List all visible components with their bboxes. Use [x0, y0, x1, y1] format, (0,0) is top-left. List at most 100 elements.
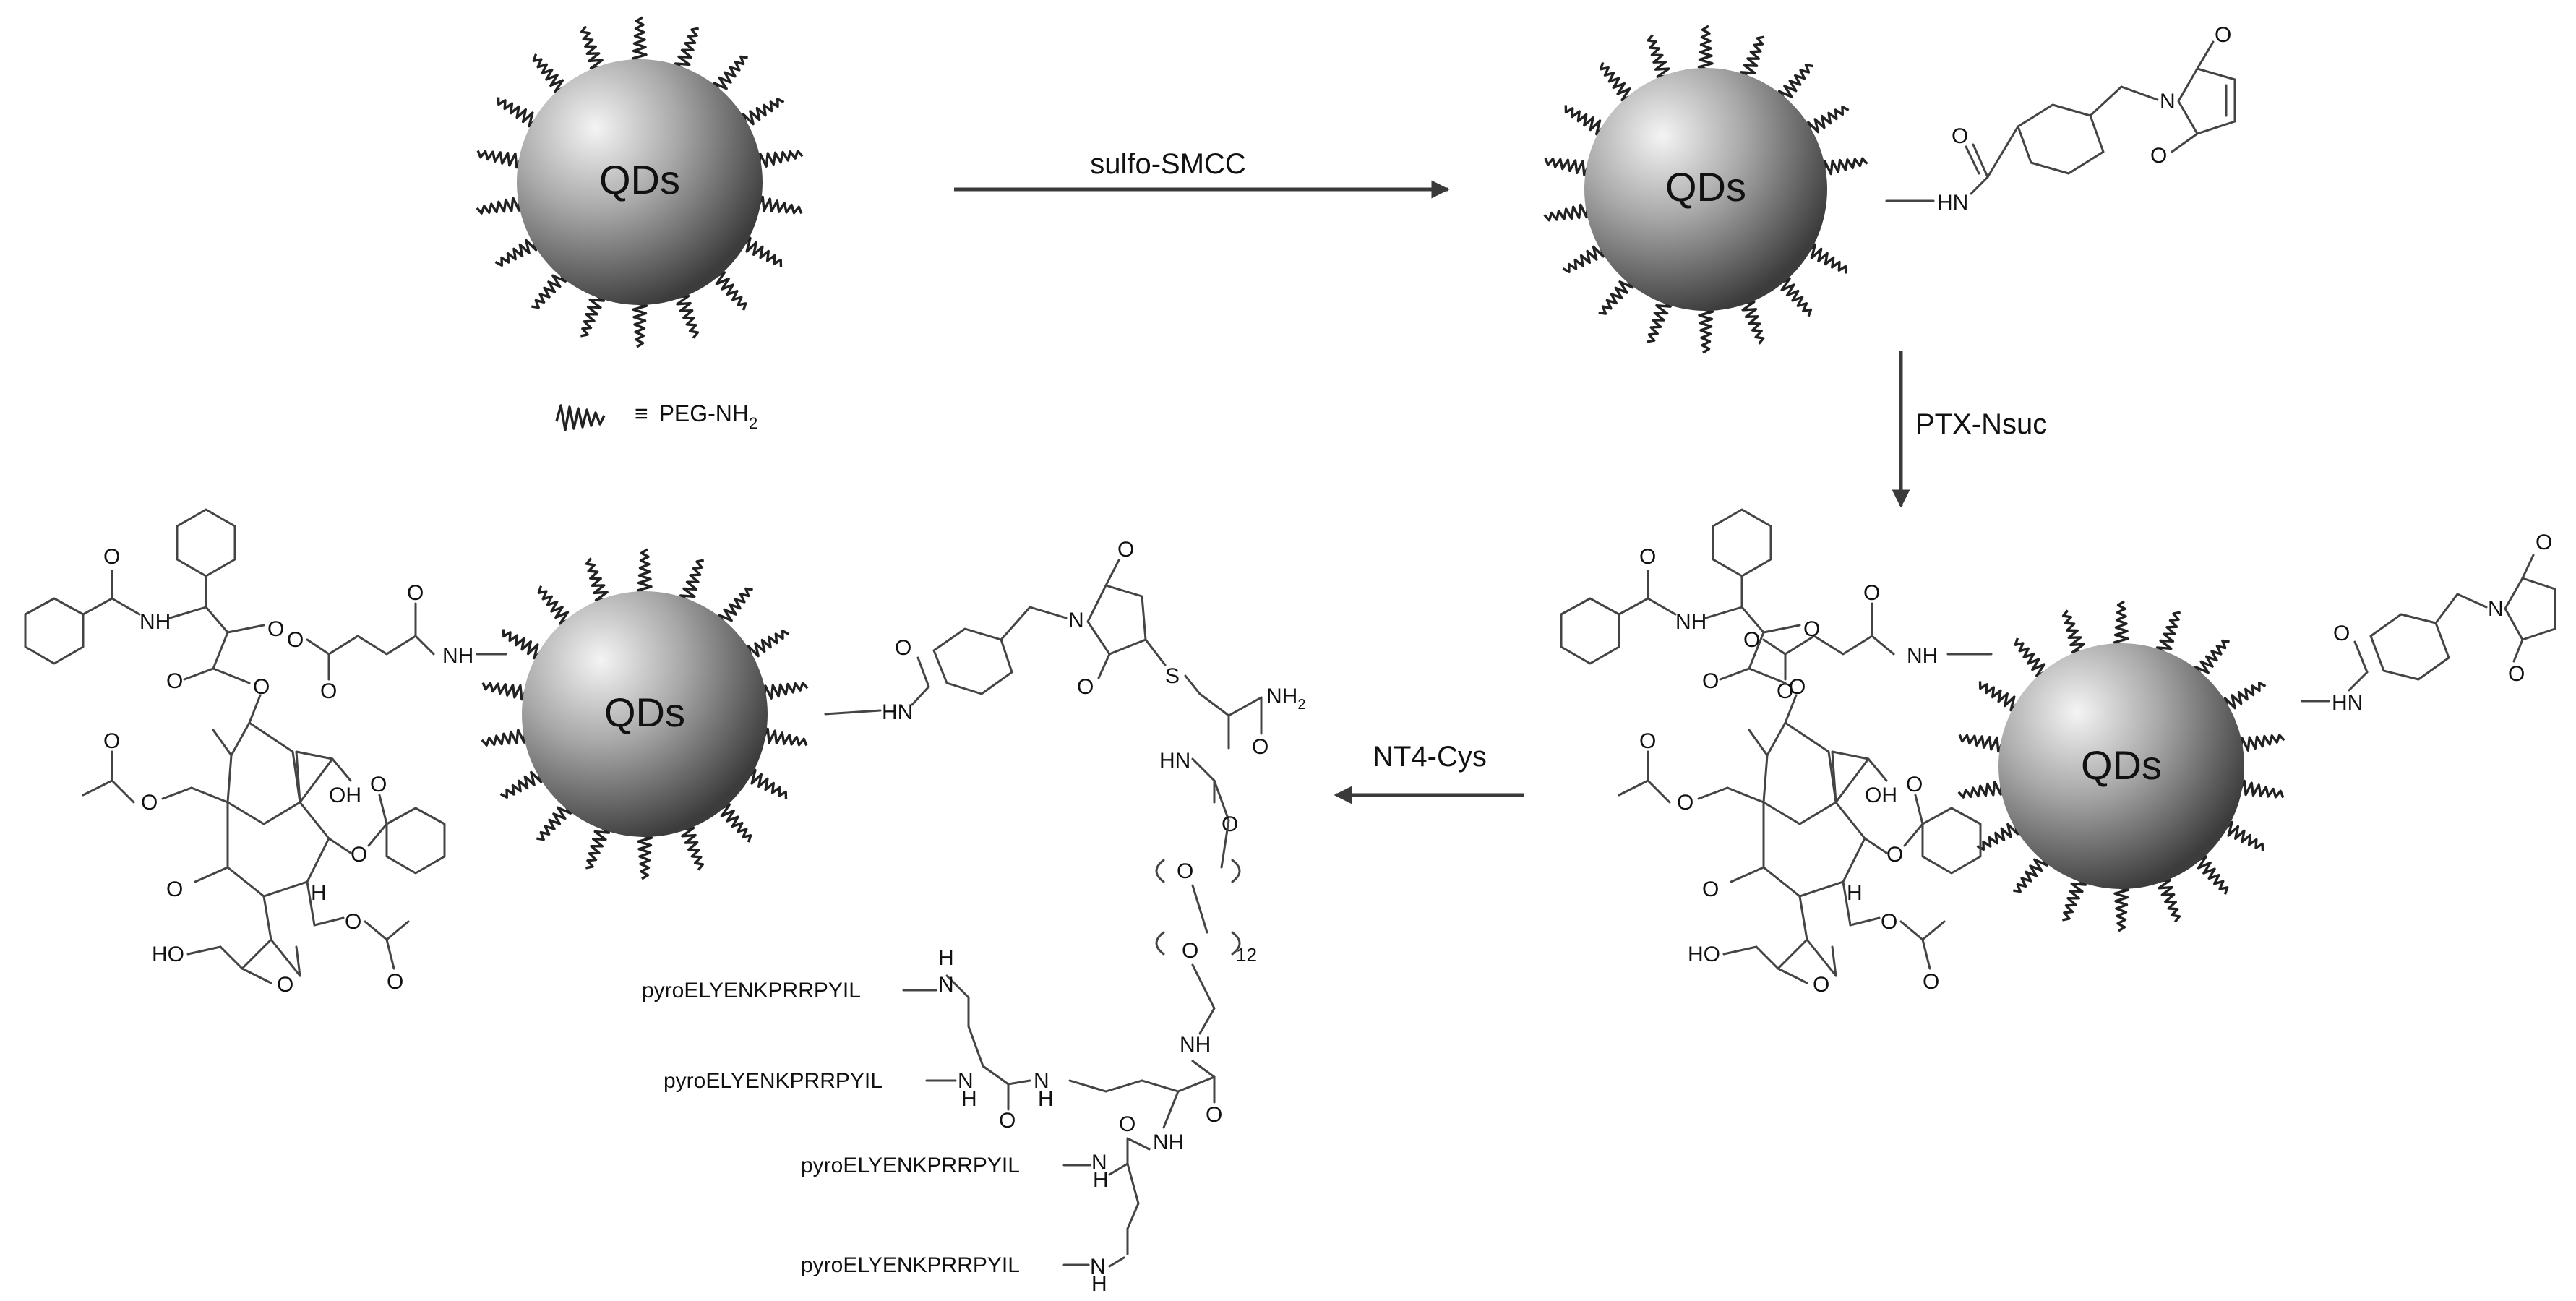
svg-text:O: O — [1119, 1112, 1135, 1136]
qd-label: QDs — [599, 157, 680, 202]
peg-chain — [1976, 819, 2019, 851]
quantum-dot-sphere — [1998, 643, 2244, 889]
paclitaxel — [1560, 508, 1982, 998]
svg-text:12: 12 — [1236, 944, 1257, 966]
peg-chain — [476, 195, 522, 215]
svg-text:N: N — [2160, 90, 2176, 113]
svg-text:O: O — [1222, 812, 1238, 836]
peg-chain — [1739, 301, 1765, 345]
peg-chain — [2113, 885, 2130, 932]
svg-text:NH: NH — [1153, 1130, 1184, 1154]
svg-text:N: N — [1034, 1069, 1049, 1093]
peg-chain — [476, 150, 524, 169]
peg-chain — [2155, 878, 2181, 923]
peg-chain — [532, 53, 569, 93]
succinyl-linker: NH O O O — [287, 581, 507, 703]
svg-text:O: O — [1743, 628, 1760, 652]
smcc-linker: HN O N O O — [2301, 531, 2556, 715]
peg-chain — [2155, 611, 2181, 657]
svg-text:O: O — [999, 1109, 1016, 1133]
svg-text:O: O — [407, 581, 424, 605]
svg-text:N: N — [2488, 597, 2504, 621]
smcc-linker: HN O N O O — [1885, 23, 2236, 215]
peg-chain — [763, 682, 809, 701]
svg-text:N: N — [958, 1069, 974, 1093]
peptide-branch-1: pyroELYENKPRRPYIL — [642, 979, 861, 1002]
peg-chain — [632, 301, 648, 348]
peg-ligands — [1543, 25, 1868, 354]
svg-text:S: S — [1165, 664, 1180, 688]
peg-chain — [531, 268, 567, 309]
peg-chain — [1777, 64, 1813, 104]
svg-text:H: H — [961, 1087, 977, 1111]
peptide-branch-3: pyroELYENKPRRPYIL — [801, 1154, 1020, 1177]
peg-chain — [1740, 35, 1765, 82]
svg-text:O: O — [166, 877, 183, 901]
svg-text:O: O — [2536, 531, 2552, 554]
peg-chain — [580, 291, 606, 338]
peg-chain — [744, 768, 788, 799]
peg-chain — [502, 629, 546, 660]
svg-text:O: O — [103, 729, 120, 753]
svg-text:O: O — [895, 636, 911, 660]
peg-chain — [674, 27, 700, 73]
quantum-dot-ptx: QDs HN O N O O NH O O O — [1560, 508, 2556, 998]
peg-chain — [585, 823, 611, 870]
quantum-dot-peg: QDs — [476, 16, 804, 348]
peg-legend: ≡ PEG-NH2 — [555, 400, 757, 432]
svg-text:O: O — [2215, 23, 2231, 47]
peg-ligands — [476, 16, 804, 348]
svg-text:H: H — [311, 881, 327, 905]
step3-reagent: NT4-Cys — [1373, 741, 1487, 773]
svg-text:O: O — [1117, 538, 1134, 562]
svg-text:O: O — [320, 679, 337, 703]
qd-label: QDs — [604, 690, 685, 735]
svg-text:N: N — [1091, 1151, 1107, 1175]
peg-chain — [2194, 639, 2230, 680]
peg-chain — [1698, 306, 1714, 354]
peg-chain — [1598, 275, 1634, 315]
svg-text:O: O — [2150, 144, 2167, 168]
peg-chain — [537, 585, 574, 625]
succinyl-linker: NH O O O — [1743, 581, 1993, 703]
svg-text:H: H — [938, 946, 954, 970]
svg-text:HN: HN — [882, 700, 913, 724]
peg-chain — [637, 833, 653, 880]
peg-chain — [1647, 34, 1673, 78]
svg-text:NH: NH — [442, 644, 473, 668]
peg-chain — [585, 557, 611, 602]
peg-chain — [1776, 277, 1813, 317]
peg-chain — [1647, 297, 1672, 343]
svg-text:O: O — [1863, 581, 1880, 605]
quantum-dot-sphere — [1584, 68, 1827, 311]
peg-chain — [1599, 61, 1636, 102]
svg-text:O: O — [1952, 124, 1968, 148]
legend-text: PEG-NH — [659, 400, 749, 426]
svg-text:N: N — [938, 973, 954, 997]
svg-text:O: O — [1206, 1103, 1222, 1127]
peg-chain — [1958, 734, 2006, 753]
peg-chain — [481, 682, 529, 701]
peptide-branch-4: pyroELYENKPRRPYIL — [801, 1253, 1020, 1277]
svg-text:H: H — [1038, 1087, 1054, 1111]
peg-chain — [739, 236, 783, 267]
peg-chain — [2061, 609, 2087, 654]
peg-chain — [1957, 779, 2004, 799]
step3-arrow: NT4-Cys — [1334, 741, 1524, 804]
peg-chain — [1807, 106, 1850, 137]
svg-text:O: O — [370, 773, 387, 797]
svg-text:H: H — [1091, 1272, 1107, 1296]
peg-chain — [679, 826, 705, 871]
step1-reagent: sulfo-SMCC — [1090, 148, 1246, 180]
peg-chain — [674, 294, 700, 339]
peg-chain — [2223, 682, 2267, 713]
peg-chain — [2113, 600, 2129, 648]
peg-chain — [631, 16, 648, 64]
svg-text:O: O — [141, 791, 158, 815]
peg-chain — [710, 271, 747, 311]
svg-text:HN: HN — [1937, 191, 1968, 215]
paclitaxel: O NH O O O OH O — [24, 508, 446, 997]
peg-wave-icon — [555, 404, 606, 431]
svg-text:HN: HN — [1159, 749, 1190, 773]
peg-chain — [757, 150, 804, 169]
